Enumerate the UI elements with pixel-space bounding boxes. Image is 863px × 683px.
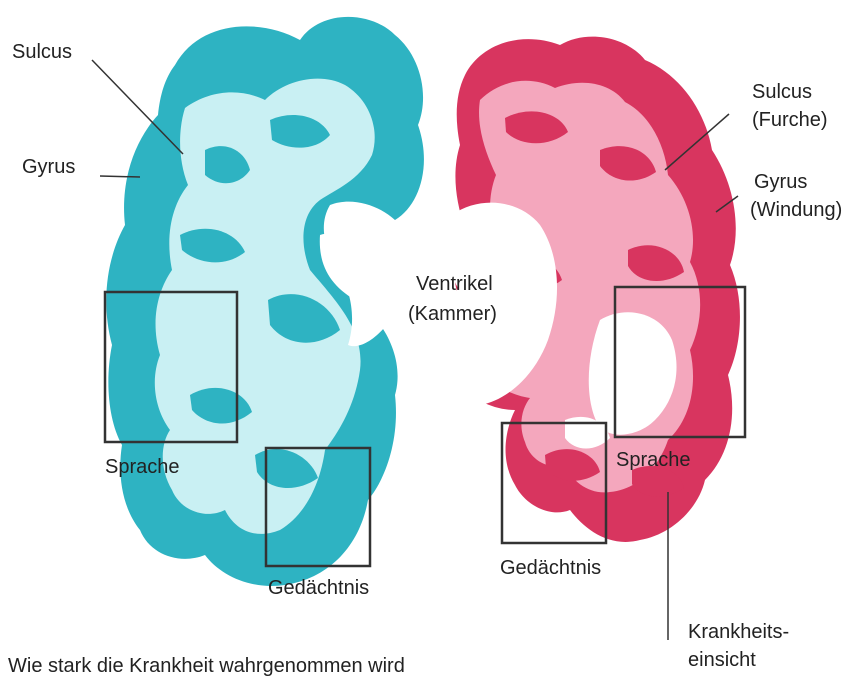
label-sprache-right: Sprache — [616, 448, 691, 472]
label-gyrus-right-line1: Gyrus — [754, 170, 807, 194]
label-sulcus-right-line1: Sulcus — [752, 80, 812, 104]
diagram-caption: Wie stark die Krankheit wahrgenommen wir… — [8, 654, 405, 678]
label-krankheitseinsicht-line2: einsicht — [688, 648, 756, 672]
label-gedaechtnis-left: Gedächtnis — [268, 576, 369, 600]
label-gedaechtnis-right: Gedächtnis — [500, 556, 601, 580]
label-sprache-left: Sprache — [105, 455, 180, 479]
label-gyrus-left: Gyrus — [22, 155, 75, 179]
label-sulcus-right-line2: (Furche) — [752, 108, 828, 132]
label-krankheitseinsicht-line1: Krankheits- — [688, 620, 789, 644]
leader-gyrus-left — [100, 176, 140, 177]
label-sulcus-left: Sulcus — [12, 40, 72, 64]
label-ventricle-line1: Ventrikel — [416, 272, 493, 296]
label-ventricle-line2: (Kammer) — [408, 302, 497, 326]
label-gyrus-right-line2: (Windung) — [750, 198, 842, 222]
